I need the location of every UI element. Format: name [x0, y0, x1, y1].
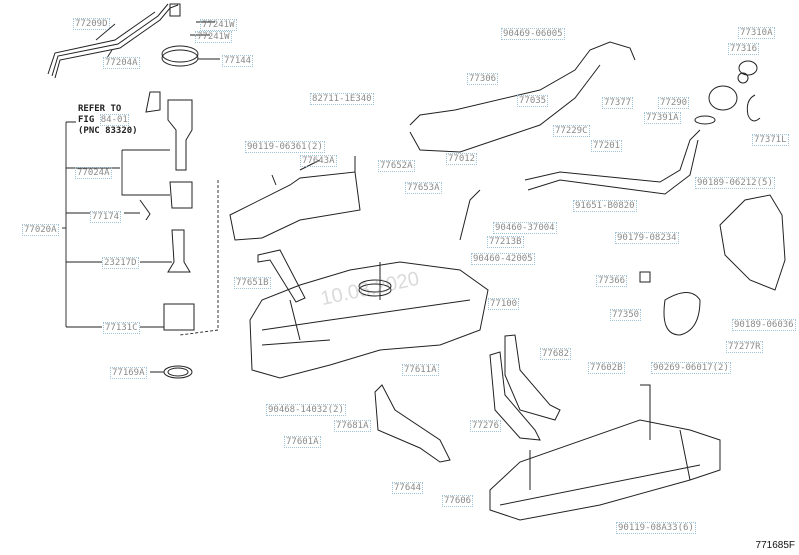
part-label[interactable]: 90119-06361(2) — [245, 141, 325, 153]
part-label[interactable]: 90179-08234 — [615, 232, 679, 244]
part-label[interactable]: 77144 — [222, 55, 254, 67]
part-label[interactable]: 77644 — [392, 482, 424, 494]
figure-code: 771685F — [755, 540, 795, 551]
part-label[interactable]: 77391A — [644, 112, 681, 124]
part-label[interactable]: 77602B — [588, 362, 625, 374]
refer-note: REFER TO FIG 84-01 (PNC 83320) — [78, 104, 138, 137]
part-label[interactable]: 77682 — [540, 348, 572, 360]
part-label[interactable]: 90468-14032(2) — [266, 404, 346, 416]
part-label[interactable]: 77012 — [446, 153, 478, 165]
filler-neck — [694, 60, 761, 125]
part-label[interactable]: 77131C — [103, 322, 140, 334]
part-label[interactable]: 90460-37004 — [493, 222, 557, 234]
part-label[interactable]: 77100 — [488, 298, 520, 310]
filler-pipe — [409, 41, 701, 241]
part-label[interactable]: 77371L — [752, 134, 789, 146]
part-label[interactable]: 77606 — [442, 495, 474, 507]
part-label[interactable]: 77241W — [200, 19, 237, 31]
part-label[interactable]: 77377 — [602, 97, 634, 109]
part-label[interactable]: 77306 — [467, 73, 499, 85]
part-label[interactable]: 90460-42005 — [471, 253, 535, 265]
part-label[interactable]: 77611A — [402, 364, 439, 376]
part-label[interactable]: 77366 — [596, 275, 628, 287]
part-label[interactable]: 77276 — [470, 420, 502, 432]
part-label[interactable]: 77204A — [103, 57, 140, 69]
tank-protector — [489, 384, 721, 521]
part-label[interactable]: 77035 — [517, 95, 549, 107]
refer-note-line1: REFER TO — [78, 104, 122, 114]
part-label[interactable]: 77174 — [90, 211, 122, 223]
fig-prefix: FIG — [78, 115, 95, 125]
part-label[interactable]: 77653A — [405, 182, 442, 194]
fuel-tank — [249, 249, 489, 379]
fuel-pump-assembly — [139, 45, 199, 379]
part-label[interactable]: 77201 — [591, 140, 623, 152]
part-label[interactable]: 77241W — [195, 31, 232, 43]
part-label[interactable]: 77277R — [726, 341, 763, 353]
heat-shield — [229, 156, 361, 241]
leader-lines — [62, 21, 220, 373]
part-label[interactable]: 77651B — [234, 277, 271, 289]
refer-note-line3: (PNC 83320) — [78, 126, 138, 136]
fuel-door-housing — [639, 194, 786, 336]
part-label[interactable]: 77024A — [75, 167, 112, 179]
part-label[interactable]: 90269-06017(2) — [651, 362, 731, 374]
part-label[interactable]: 77209D — [73, 18, 110, 30]
part-label[interactable]: 77643A — [300, 155, 337, 167]
part-label[interactable]: 77681A — [334, 420, 371, 432]
part-label[interactable]: 77310A — [738, 27, 775, 39]
part-label[interactable]: 77020A — [22, 224, 59, 236]
part-label[interactable]: 77229C — [553, 125, 590, 137]
part-label[interactable]: 77350 — [610, 309, 642, 321]
part-label[interactable]: 77290 — [658, 97, 690, 109]
part-label[interactable]: 90469-06005 — [501, 28, 565, 40]
fig-ref-link[interactable]: 84-01 — [99, 114, 129, 126]
part-label[interactable]: 90189-06212(5) — [695, 177, 775, 189]
part-label[interactable]: 77213B — [487, 236, 524, 248]
tank-straps — [374, 334, 561, 463]
refer-note-line2: FIG 84-01 — [78, 114, 138, 126]
part-label[interactable]: 77652A — [378, 160, 415, 172]
part-label[interactable]: 90189-06036 — [732, 319, 796, 331]
part-label[interactable]: 77601A — [284, 436, 321, 448]
part-label[interactable]: 77169A — [110, 367, 147, 379]
part-label[interactable]: 82711-1E340 — [310, 93, 374, 105]
part-label[interactable]: 77316 — [728, 43, 760, 55]
part-label[interactable]: 91651-B0820 — [573, 200, 637, 212]
fuel-line-tubes — [47, 3, 181, 79]
part-label[interactable]: 23217D — [102, 257, 139, 269]
part-label[interactable]: 90119-08A33(6) — [616, 522, 696, 534]
